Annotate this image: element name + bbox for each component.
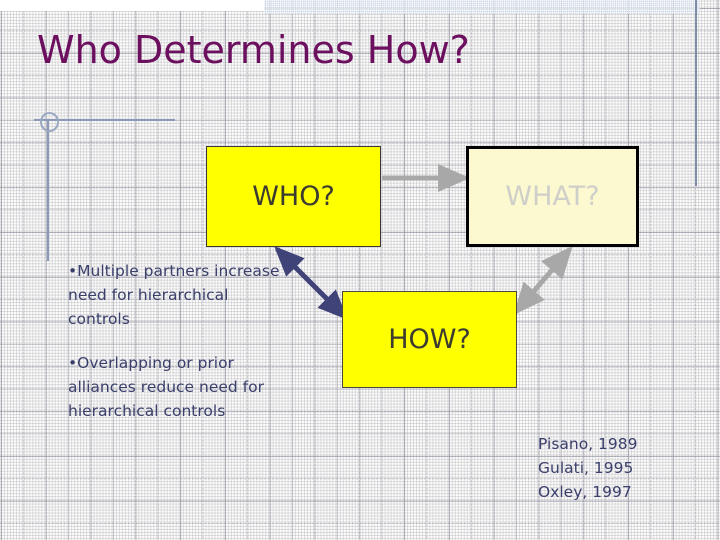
diagram-box-what-label: WHAT?: [505, 181, 600, 212]
list-item-text: Overlapping or prior alliances reduce ne…: [68, 354, 264, 420]
citation-line: Pisano, 1989: [538, 435, 638, 453]
list-item-text: Multiple partners increase need for hier…: [68, 262, 280, 328]
top-banner-band: [264, 0, 700, 14]
citation-line: Oxley, 1997: [538, 483, 632, 501]
list-item: •Overlapping or prior alliances reduce n…: [68, 351, 280, 423]
bullet-glyph: •: [68, 262, 78, 280]
diagram-box-how[interactable]: HOW?: [342, 291, 517, 388]
top-banner-gap: [0, 0, 264, 11]
connector-what-to-how: [513, 245, 573, 316]
citation-line: Gulati, 1995: [538, 459, 634, 477]
diagram-box-what[interactable]: WHAT?: [466, 146, 639, 247]
diagram-box-how-label: HOW?: [388, 324, 471, 355]
list-item: •Multiple partners increase need for hie…: [68, 259, 280, 331]
bullet-list: •Multiple partners increase need for hie…: [68, 259, 280, 423]
citation-block: Pisano, 1989 Gulati, 1995 Oxley, 1997: [538, 432, 638, 504]
decor-vertical-rule: [47, 119, 49, 261]
decor-horizontal-rule: [34, 119, 175, 121]
decor-circle-icon: [40, 112, 59, 132]
page-title: Who Determines How?: [37, 28, 470, 72]
diagram-box-who[interactable]: WHO?: [206, 146, 381, 247]
diagram-box-who-label: WHO?: [252, 181, 335, 212]
connector-who-to-how: [274, 246, 348, 320]
right-vertical-rule: [695, 0, 697, 186]
bullet-glyph: •: [68, 354, 78, 372]
